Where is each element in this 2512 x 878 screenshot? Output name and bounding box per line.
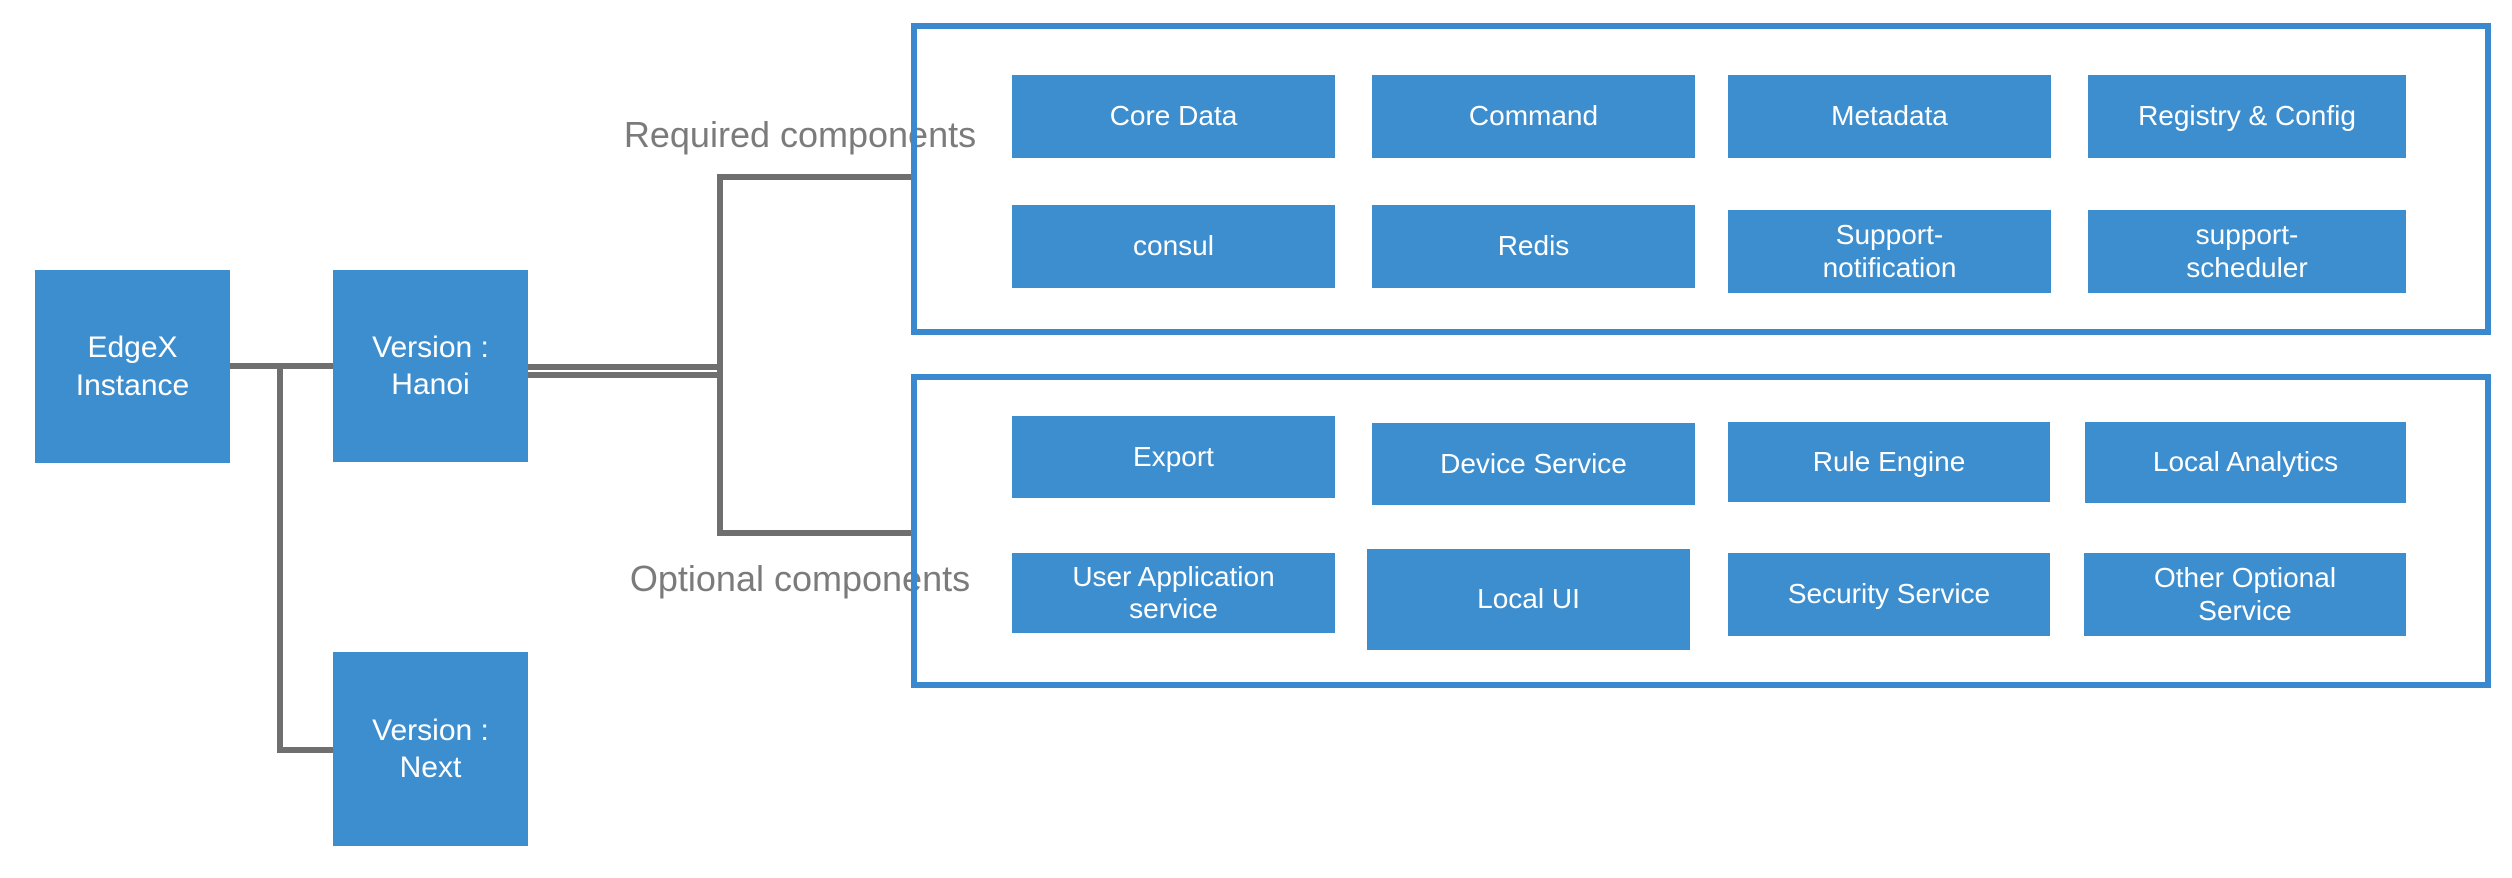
required-components-container bbox=[911, 23, 2491, 335]
component-box-local-ui: Local UI bbox=[1367, 549, 1690, 650]
version-hanoi-node: Version : Hanoi bbox=[333, 270, 528, 462]
connector-to-required-container bbox=[717, 174, 911, 180]
connector-edgex-branch-vertical bbox=[277, 363, 283, 753]
component-box-support-notification: Support- notification bbox=[1728, 210, 2051, 293]
connector-hanoi-upper-line bbox=[528, 364, 720, 370]
component-box-user-application-service: User Application service bbox=[1012, 553, 1335, 633]
component-box-local-analytics: Local Analytics bbox=[2085, 422, 2406, 503]
connector-to-optional-container bbox=[717, 530, 911, 536]
component-box-consul: consul bbox=[1012, 205, 1335, 288]
required-components-label: Required components bbox=[623, 114, 977, 155]
version-next-node: Version : Next bbox=[333, 652, 528, 846]
component-box-rule-engine: Rule Engine bbox=[1728, 422, 2050, 502]
optional-components-container bbox=[911, 374, 2491, 688]
component-box-redis: Redis bbox=[1372, 205, 1695, 288]
component-box-support-scheduler: support- scheduler bbox=[2088, 210, 2406, 293]
connector-to-version-next bbox=[277, 747, 333, 753]
edgex-instance-node: EdgeX Instance bbox=[35, 270, 230, 463]
connector-hanoi-lower-line bbox=[528, 372, 720, 378]
component-box-registry-config: Registry & Config bbox=[2088, 75, 2406, 158]
component-box-device-service: Device Service bbox=[1372, 423, 1695, 505]
component-box-metadata: Metadata bbox=[1728, 75, 2051, 158]
component-box-command: Command bbox=[1372, 75, 1695, 158]
component-box-security-service: Security Service bbox=[1728, 553, 2050, 636]
component-box-core-data: Core Data bbox=[1012, 75, 1335, 158]
component-box-other-optional-service: Other Optional Service bbox=[2084, 553, 2406, 636]
connector-fork-vertical bbox=[717, 174, 723, 536]
component-box-export: Export bbox=[1012, 416, 1335, 498]
